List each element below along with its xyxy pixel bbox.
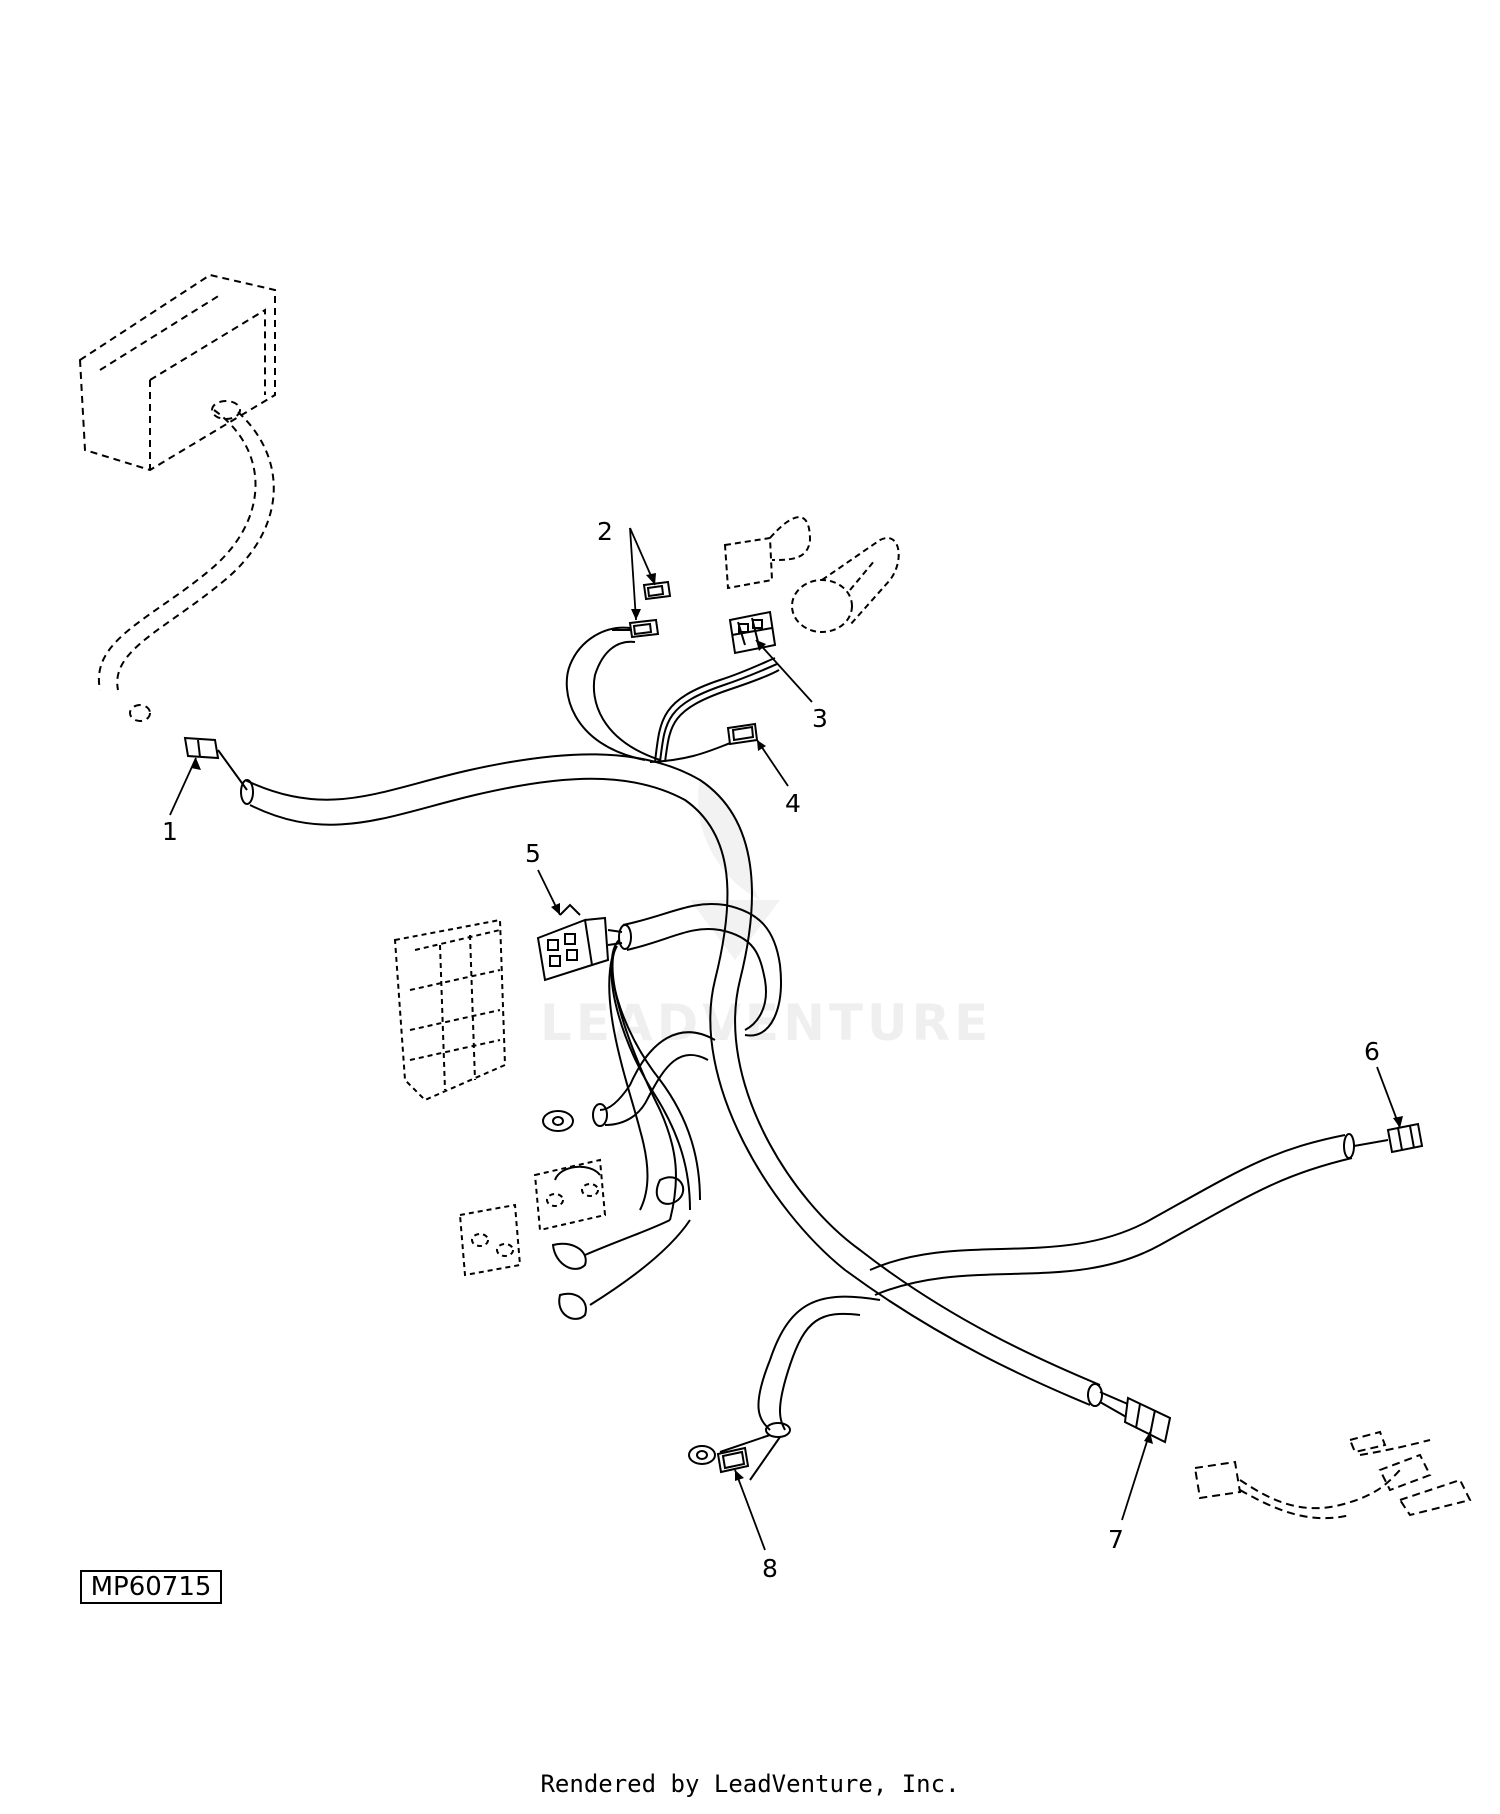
switch-ghost <box>723 516 900 633</box>
branch-to-terminal-8 <box>688 1295 881 1481</box>
callout-6: 6 <box>1364 1037 1380 1066</box>
part-code-label: MP60715 <box>80 1570 222 1604</box>
connector-5 <box>536 903 623 982</box>
arrow-heads <box>191 573 1403 1481</box>
callout-2: 2 <box>597 517 613 546</box>
connector-3 <box>728 610 777 655</box>
remote-plug-ghost <box>1193 1430 1472 1520</box>
connector-7 <box>1099 1391 1172 1444</box>
branch-to-connectors-2 <box>565 626 661 761</box>
relay-ghosts <box>458 1158 607 1277</box>
leadventure-watermark: LEADVENTURE <box>540 780 992 1052</box>
callout-1: 1 <box>162 817 178 846</box>
connector-1 <box>183 736 248 791</box>
watermark-text: LEADVENTURE <box>540 994 992 1052</box>
sub-harness-to-connector-5 <box>542 903 782 1320</box>
main-harness-trunk <box>240 753 1103 1407</box>
wires-to-connector-3-and-4 <box>649 657 780 763</box>
fuse-block-ghost <box>393 918 507 1102</box>
callout-labels: 1 2 3 4 5 6 7 8 <box>162 517 1380 1583</box>
footer-credit: Rendered by LeadVenture, Inc. <box>540 1770 960 1798</box>
callout-8: 8 <box>762 1554 778 1583</box>
connector-4 <box>726 722 759 746</box>
connector-8 <box>716 1446 750 1474</box>
connector-2a <box>642 580 672 601</box>
callout-4: 4 <box>785 789 801 818</box>
callout-7: 7 <box>1108 1525 1124 1554</box>
branch-to-connector-6 <box>869 1133 1389 1296</box>
work-light-ghost <box>78 273 276 722</box>
callout-3: 3 <box>812 704 828 733</box>
callout-5: 5 <box>525 839 541 868</box>
connector-2b <box>628 618 660 639</box>
connector-6 <box>1386 1122 1424 1154</box>
